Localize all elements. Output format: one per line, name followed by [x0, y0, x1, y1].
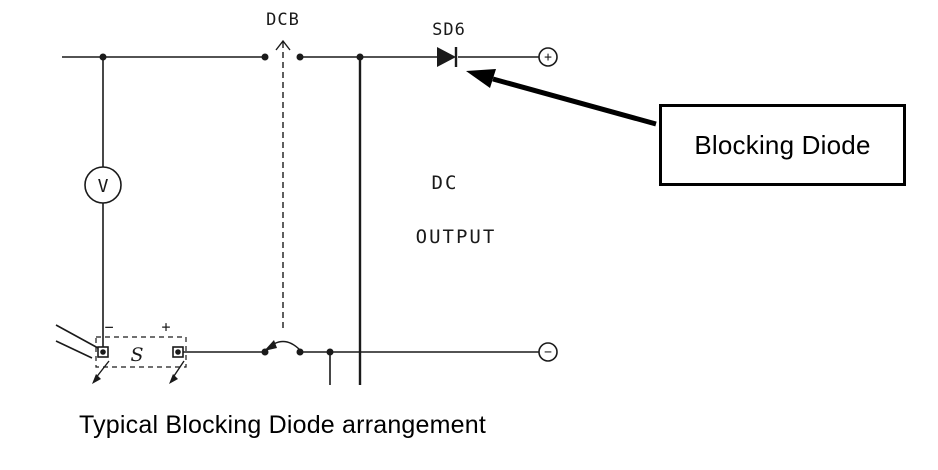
- voltmeter-symbol: V: [98, 176, 109, 197]
- dc-output-label: DC OUTPUT: [416, 172, 497, 248]
- breaker-bottom-arrowhead: [264, 340, 277, 351]
- junction-dot: [99, 53, 107, 61]
- shunt-plus-sign: +: [161, 318, 170, 336]
- shunt-arrow-right-head: [169, 374, 178, 384]
- callout-arrow-shaft: [492, 76, 657, 127]
- dcb-label: DCB: [266, 10, 300, 30]
- blocking-diode-symbol: SD6: [432, 20, 466, 67]
- voltmeter-circle: [84, 166, 122, 204]
- blocking-diode-callout-label: Blocking Diode: [694, 129, 871, 160]
- junction-dot: [296, 53, 304, 61]
- junction-dot: [175, 349, 181, 355]
- shunt-assembly: − + S: [92, 318, 187, 384]
- dc-label: DC: [432, 172, 459, 194]
- shunt-lead-wires: [55, 324, 99, 359]
- dcb-breaker: DCB: [264, 10, 301, 351]
- breaker-top-arrowhead: [275, 39, 291, 51]
- positive-terminal-sign: +: [544, 50, 552, 65]
- callout-arrowhead: [466, 69, 496, 88]
- junction-dot: [100, 349, 106, 355]
- output-terminals: + −: [538, 47, 558, 362]
- blocking-diode-callout-box: Blocking Diode: [659, 104, 906, 186]
- shunt-label: S: [130, 344, 143, 366]
- wires: [55, 56, 539, 385]
- diode-triangle: [437, 47, 456, 67]
- junction-dot: [326, 348, 334, 356]
- output-label: OUTPUT: [416, 226, 497, 248]
- voltmeter: V: [84, 166, 122, 204]
- junction-dots: [99, 53, 364, 356]
- junction-dot: [261, 53, 269, 61]
- positive-terminal-circle: [538, 47, 558, 67]
- sd6-label: SD6: [432, 20, 466, 40]
- junction-dot: [296, 348, 304, 356]
- negative-terminal-circle: [538, 342, 558, 362]
- shunt-minus-sign: −: [104, 318, 113, 336]
- negative-terminal-sign: −: [544, 345, 552, 360]
- shunt-arrow-left-head: [92, 374, 101, 384]
- shunt-dashed-box: [95, 336, 187, 368]
- diagram-caption: Typical Blocking Diode arrangement: [79, 411, 487, 439]
- callout-arrow: [466, 69, 657, 127]
- junction-dot: [356, 53, 364, 61]
